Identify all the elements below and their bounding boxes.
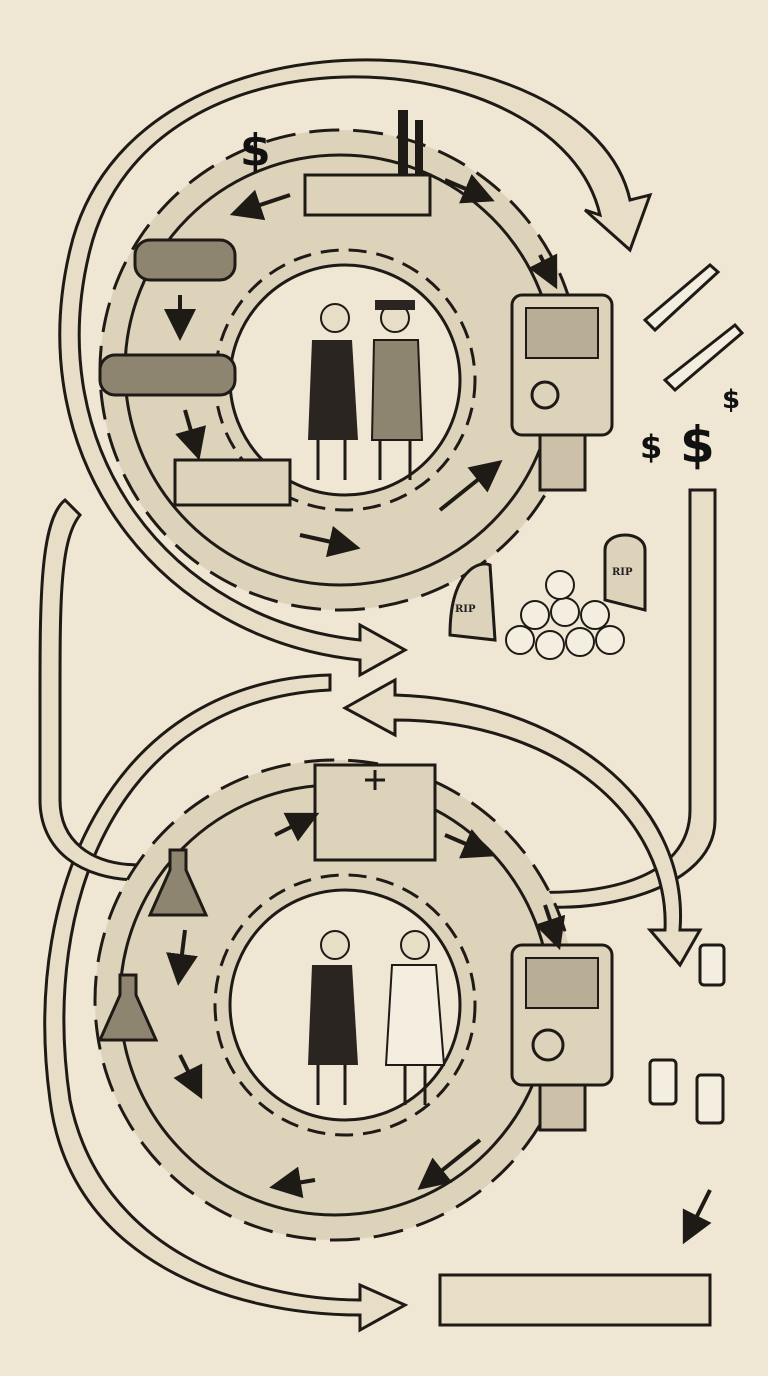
lab-flasks-icon bbox=[97, 848, 209, 1042]
tombstone-label: RIP bbox=[455, 604, 476, 615]
factory-icon bbox=[303, 110, 432, 217]
weapon-machine bbox=[510, 293, 614, 492]
handshake-politician-general bbox=[308, 300, 424, 480]
tank-icon bbox=[98, 238, 237, 397]
dollar-sign: $ bbox=[640, 428, 662, 466]
hospital-beds-icon bbox=[438, 1273, 712, 1327]
missiles bbox=[642, 263, 745, 393]
tombstone-label: RIP bbox=[612, 567, 633, 578]
dollar-sign: $ bbox=[680, 416, 715, 474]
dollar-sign: $ bbox=[240, 125, 271, 176]
handshake-businessman-doctor bbox=[308, 930, 446, 1105]
hospital-icon bbox=[313, 763, 437, 862]
medicine-bottles bbox=[648, 943, 726, 1125]
dollar-sign: $ bbox=[722, 385, 740, 415]
graveyard: RIP RIP bbox=[448, 533, 647, 660]
pill-machine bbox=[510, 943, 614, 1132]
cycle-arrows bbox=[164, 173, 712, 1245]
factory-icon-2 bbox=[173, 458, 292, 507]
